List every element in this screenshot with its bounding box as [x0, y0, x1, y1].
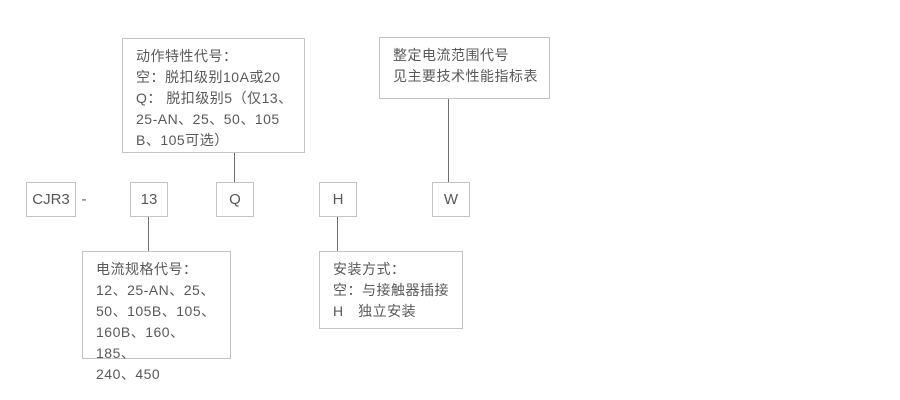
model-separator: - — [81, 191, 87, 208]
code-box-current-spec: 13 — [130, 182, 168, 217]
callout-line: 空：与接触器插接 — [333, 282, 449, 298]
connector-line-w — [448, 99, 449, 182]
code-box-setting-current: W — [432, 182, 470, 217]
callout-line: Q： 脱扣级别5（仅13、 — [136, 90, 293, 106]
code-box-mounting: H — [319, 182, 357, 217]
callout-line: 240、450 — [96, 366, 161, 382]
callout-line: 空：脱扣级别10A或20 — [136, 69, 281, 85]
callout-line: 动作特性代号： — [136, 48, 238, 64]
code-label: Q — [229, 191, 241, 208]
callout-line: 安装方式： — [333, 261, 406, 277]
callout-setting-current-range: 整定电流范围代号 见主要技术性能指标表 — [379, 37, 550, 99]
model-prefix-label: CJR3 — [32, 191, 70, 208]
model-prefix-box: CJR3 — [26, 182, 76, 217]
connector-line-q — [234, 153, 235, 182]
callout-line: 12、25-AN、25、 — [96, 282, 215, 298]
code-label: 13 — [140, 191, 158, 208]
callout-mounting-method: 安装方式： 空：与接触器插接 H 独立安装 — [319, 251, 463, 329]
callout-action-characteristic: 动作特性代号： 空：脱扣级别10A或20 Q： 脱扣级别5（仅13、 25-AN… — [122, 38, 305, 153]
callout-line: 整定电流范围代号 — [393, 47, 509, 63]
callout-line: 25-AN、25、50、105 — [136, 111, 280, 127]
callout-line: 160B、160、185、 — [96, 324, 185, 361]
callout-current-specification: 电流规格代号： 12、25-AN、25、 50、105B、105、 160B、1… — [82, 251, 231, 382]
connector-line-13 — [148, 217, 149, 251]
code-label: H — [332, 191, 344, 208]
callout-line: B、105可选） — [136, 132, 229, 148]
connector-line-h — [337, 217, 338, 251]
code-box-action-characteristic: Q — [216, 182, 254, 217]
code-label: W — [443, 191, 459, 208]
callout-line: 电流规格代号： — [96, 261, 198, 277]
callout-line: H 独立安装 — [333, 303, 417, 319]
callout-line: 见主要技术性能指标表 — [393, 68, 538, 84]
callout-line: 50、105B、105、 — [96, 303, 216, 319]
